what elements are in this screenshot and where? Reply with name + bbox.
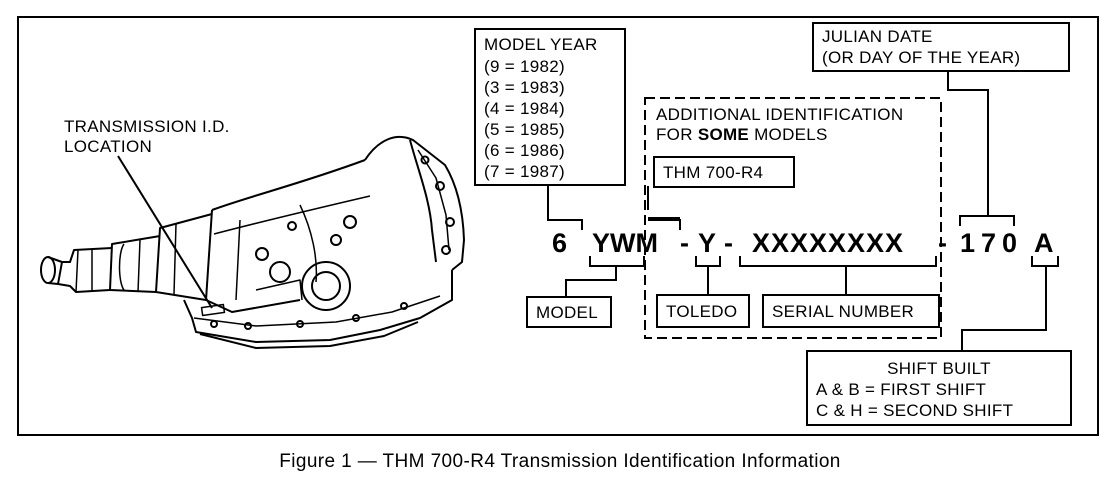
code-shift: A [1034, 228, 1054, 258]
julian-date-box: JULIAN DATE (OR DAY OF THE YEAR) [812, 22, 1070, 72]
figure-frame [17, 16, 1099, 436]
model-label: MODEL [536, 303, 598, 322]
thm-label-box: THM 700-R4 [653, 156, 795, 188]
serial-number-label: SERIAL NUMBER [772, 302, 915, 321]
shift-built-title: SHIFT BUILT [887, 359, 991, 378]
code-day: 170 [960, 228, 1024, 258]
transmission-id-label-line1: TRANSMISSION I.D. [64, 117, 230, 136]
serial-number-box: SERIAL NUMBER [762, 294, 940, 328]
model-year-row: (3 = 1983) [484, 78, 565, 97]
julian-date-title: JULIAN DATE [822, 27, 933, 46]
model-year-box: MODEL YEAR (9 = 1982) (3 = 1983) (4 = 19… [474, 28, 626, 186]
additional-id-dashed-region [644, 97, 942, 339]
additional-id-subtitle: FOR SOME MODELS [656, 124, 828, 145]
transmission-id-label-line2: LOCATION [64, 137, 153, 156]
code-dash: - [724, 228, 733, 258]
model-year-row: (7 = 1987) [484, 162, 565, 181]
id-location-leader [117, 155, 213, 309]
shift-built-box: SHIFT BUILT A & B = FIRST SHIFT C & H = … [806, 350, 1072, 426]
model-year-row: (9 = 1982) [484, 57, 565, 76]
toledo-label: TOLEDO [666, 302, 738, 321]
model-year-row: (4 = 1984) [484, 99, 565, 118]
additional-id-title: ADDITIONAL IDENTIFICATION [656, 105, 904, 124]
toledo-box: TOLEDO [656, 294, 750, 328]
additional-id-bold: SOME [697, 125, 750, 144]
code-plant: Y [698, 228, 717, 258]
model-year-row: (6 = 1986) [484, 141, 565, 160]
code-dash: - [938, 228, 947, 258]
transmission-illustration [40, 135, 465, 349]
shift-built-line1: A & B = FIRST SHIFT [816, 380, 987, 399]
code-serial: XXXXXXXX [752, 228, 905, 258]
model-year-title: MODEL YEAR [484, 35, 598, 54]
thm-label: THM 700-R4 [663, 163, 764, 182]
code-year: 6 [552, 228, 568, 258]
code-dash: - [680, 228, 689, 258]
figure-caption: Figure 1 — THM 700-R4 Transmission Ident… [279, 451, 841, 472]
code-model: YWM [592, 228, 658, 258]
additional-id-prefix: FOR [656, 125, 698, 144]
shift-built-line2: C & H = SECOND SHIFT [816, 401, 1014, 420]
model-year-row: (5 = 1985) [484, 120, 565, 139]
additional-id-suffix: MODELS [749, 125, 828, 144]
model-box: MODEL [526, 296, 612, 328]
julian-date-subtitle: (OR DAY OF THE YEAR) [822, 48, 1021, 67]
